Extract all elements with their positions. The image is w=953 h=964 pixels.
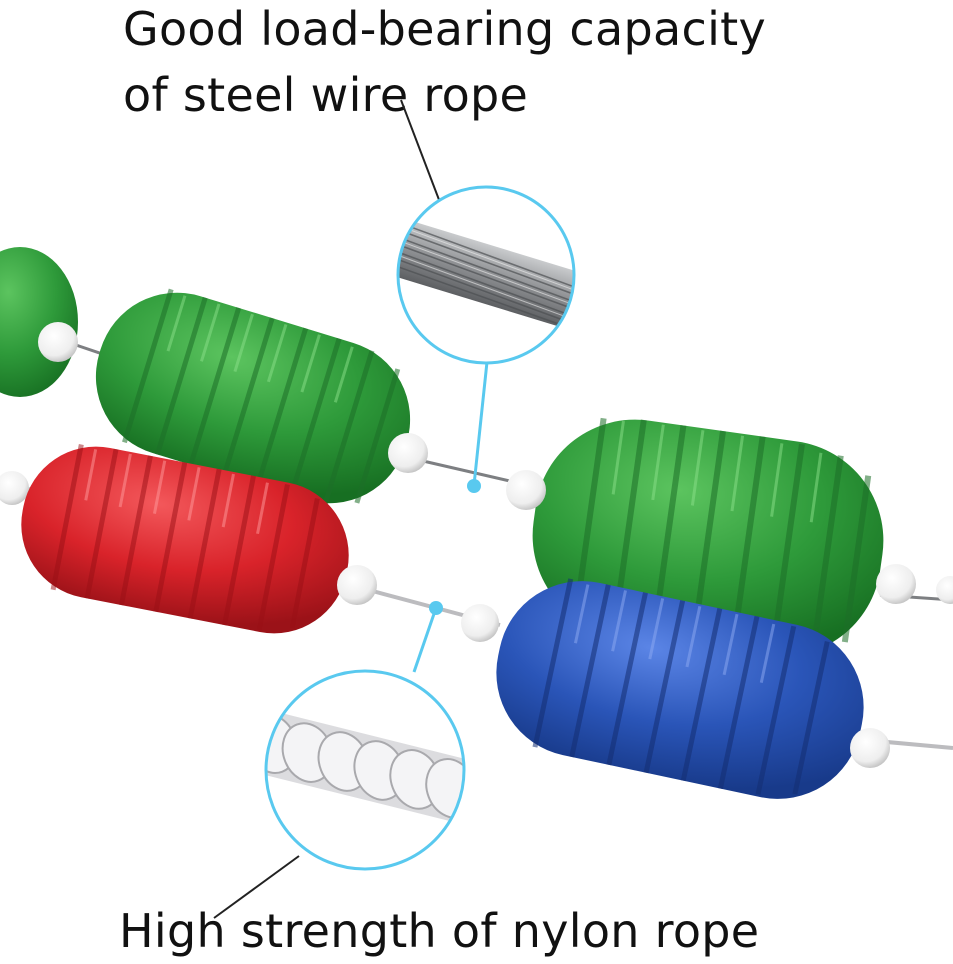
steel-rope-caption: Good load-bearing capacity of steel wire…: [123, 0, 766, 128]
float-end-cap: [876, 564, 916, 604]
steel-wire-zoom: [396, 185, 576, 365]
float-end-cap: [506, 470, 546, 510]
float-end-cap: [461, 604, 499, 642]
steel-caption-pointer: [400, 99, 442, 206]
float-red: [21, 443, 349, 634]
steel-callout-connector: [472, 361, 489, 486]
float-green-partial: [0, 247, 78, 397]
float-end-cap: [337, 565, 377, 605]
float-green-upper: [95, 288, 411, 505]
float-end-cap: [388, 433, 428, 473]
float-blue: [496, 578, 864, 799]
nylon-callout-dot: [429, 601, 443, 615]
nylon-rope-zoom: [264, 669, 466, 871]
nylon-callout-connector: [412, 607, 438, 673]
float-end-cap: [850, 728, 890, 768]
nylon-caption-pointer: [213, 855, 300, 919]
steel-rope-caption-line1: Good load-bearing capacity: [123, 2, 767, 56]
steel-callout-dot: [467, 479, 481, 493]
steel-rope-caption-line2: of steel wire rope: [123, 68, 529, 122]
float-end-cap: [936, 576, 953, 604]
float-end-cap: [0, 471, 29, 505]
nylon-rope-caption: High strength of nylon rope: [119, 904, 760, 958]
